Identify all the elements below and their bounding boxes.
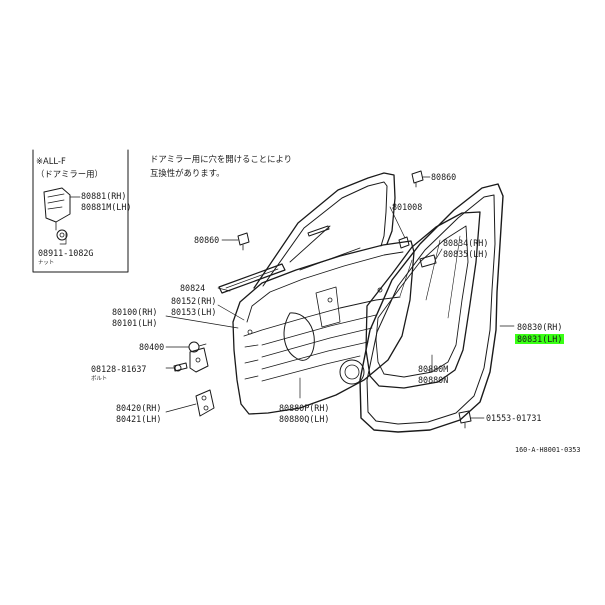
callout-80830-rh: 80830(RH) [517,322,562,332]
clip-80860-left-icon [237,232,250,251]
callout-80835-lh: 80835(LH) [443,249,488,259]
check-link-icon [189,347,209,373]
hinge-icon [195,389,215,417]
window-sash-frame [253,172,396,289]
inset-box: ※ALL-F （ドアミラー用） 80881(RH) 80881M(LH) 089… [32,149,131,273]
callout-80860-top: 80860 [431,172,456,182]
compat-note-line1: ドアミラー用に穴を開けることにより [150,154,292,164]
callout-80880q-lh: 80880Q(LH) [279,414,329,424]
callout-80824: 80824 [180,283,205,293]
upper-trim-strip [307,225,330,237]
callout-80881-rh: 80881(RH) [81,191,126,201]
callout-80834-rh: 80834(RH) [443,238,488,248]
compat-note-line2: 互換性があります。 [150,168,225,178]
callout-bolt-note: ボルト [91,374,107,382]
clip-80860-top-icon [411,170,424,188]
callout-80421-lh: 80421(LH) [116,414,161,424]
figure-code: 160-A-H8001-0353 [515,446,580,454]
leader-lines [165,176,515,419]
bolt-08128-icon [173,362,188,372]
belt-moulding-strip [218,263,286,294]
highlight-80831 [515,334,564,344]
callout-801008: 801008 [392,202,422,212]
clip-801008-icon [398,236,410,249]
callout-80100-rh: 80100(RH) [112,307,157,317]
door-panel [232,240,415,415]
callout-80880n: 80880N [418,375,448,385]
callout-80880m: 80880M [418,364,448,374]
callout-labels: 80860 801008 80860 80834(RH) 80835(LH) 8… [91,172,580,454]
callout-nut-note: ナット [38,259,54,266]
callout-80400: 80400 [139,342,164,352]
callout-08128-81637: 08128-81637 [91,364,146,374]
inset-title-1: ※ALL-F [36,156,66,166]
callout-80153-lh: 80153(LH) [171,307,216,317]
clip-01553-icon [458,410,472,429]
callout-80880p-rh: 80880P(RH) [279,403,329,413]
glass-run-channel [365,211,481,389]
callout-08911-1082g: 08911-1082G [38,248,93,258]
callout-80152-rh: 80152(RH) [171,296,216,306]
nut-icon [56,229,68,241]
bolt-80400-icon [188,341,207,353]
callout-80831-lh: 80831(LH) [517,334,562,344]
callout-80860-left: 80860 [194,235,219,245]
callout-80420-rh: 80420(RH) [116,403,161,413]
callout-80101-lh: 80101(LH) [112,318,157,328]
mirror-bracket-icon [43,187,71,231]
bracket-80834-icon [419,254,437,268]
callout-80881m-lh: 80881M(LH) [81,202,131,212]
callout-01553-01731: 01553-01731 [486,413,541,423]
inset-title-2: （ドアミラー用） [36,169,103,179]
door-weatherstrip [359,183,504,433]
